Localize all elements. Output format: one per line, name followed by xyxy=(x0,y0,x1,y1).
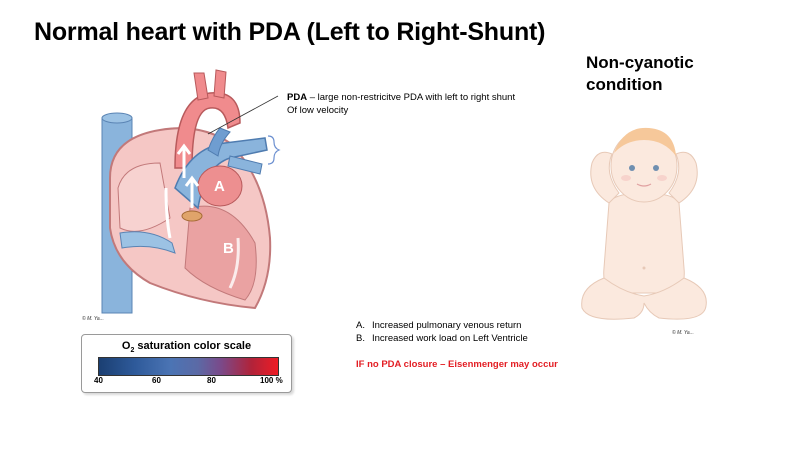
flow-arrow-4 xyxy=(228,237,240,289)
finding-marker: B. xyxy=(356,333,365,344)
vena-cava-top xyxy=(101,112,133,124)
flow-arrow-2 xyxy=(184,175,200,208)
aorta-branch-2 xyxy=(213,69,227,99)
pda-annotation: PDA – large non-restricitve PDA with lef… xyxy=(287,91,577,117)
pulmonary-branch xyxy=(227,155,263,175)
infant-hair xyxy=(614,127,676,156)
findings-list: A. Increased pulmonary venous return B. In… xyxy=(340,319,600,345)
pda-duct xyxy=(207,127,231,157)
pda-brace xyxy=(267,135,281,165)
infant-illustration xyxy=(581,127,707,320)
page-title: Normal heart with PDA (Left to Right-Shu… xyxy=(34,18,546,46)
infant-left-eye xyxy=(629,165,635,171)
finding-item: B. Increased work load on Left Ventricle xyxy=(340,332,600,345)
pda-description-2: Of low velocity xyxy=(287,105,349,116)
pda-term: PDA xyxy=(287,92,308,103)
label-b: B xyxy=(223,240,234,257)
valve-leaflet xyxy=(181,210,203,222)
heart-credit: © M. Ya... xyxy=(82,316,104,322)
aorta-branch-1 xyxy=(193,72,209,101)
condition-label: Non-cyanotic condition xyxy=(586,52,726,96)
finding-item: A. Increased pulmonary venous return xyxy=(340,319,600,332)
legend-tick: 80 xyxy=(207,376,216,385)
legend-tick: 40 xyxy=(94,376,103,385)
legend-title-suffix: saturation color scale xyxy=(134,340,252,352)
legend-tick: 60 xyxy=(152,376,161,385)
baby-credit: © M. Ya... xyxy=(672,330,694,336)
aorta xyxy=(174,92,241,169)
infant-right-arm xyxy=(668,151,698,204)
finding-text: Increased pulmonary venous return xyxy=(372,320,522,331)
condition-line-2: condition xyxy=(586,75,663,94)
legend-title: O2 saturation color scale xyxy=(82,340,291,354)
flow-arrow-1 xyxy=(176,143,192,178)
pda-description: – large non-restricitve PDA with left to… xyxy=(307,92,516,103)
infant-navel xyxy=(642,266,646,270)
infant-body xyxy=(603,192,685,294)
heart-illustration: A B xyxy=(101,69,281,314)
legend-tick: 100 % xyxy=(260,376,283,385)
eisenmenger-warning: IF no PDA closure – Eisenmenger may occu… xyxy=(356,359,558,370)
infant-cheek xyxy=(621,175,631,181)
pda-pointer-line xyxy=(207,95,279,135)
left-ventricle xyxy=(184,205,257,301)
legend-gradient-bar xyxy=(98,357,279,376)
right-ventricle-inflow xyxy=(119,231,176,254)
o2-saturation-legend: O2 saturation color scale 40 60 80 100 % xyxy=(81,334,292,393)
finding-marker: A. xyxy=(356,320,365,331)
infant-legs xyxy=(581,277,707,320)
right-atrium xyxy=(117,162,171,232)
legend-title-prefix: O xyxy=(121,340,131,352)
flow-arrow-3 xyxy=(164,187,172,239)
legend-title-subscript: 2 xyxy=(130,347,135,355)
infant-mouth xyxy=(636,183,652,187)
finding-text: Increased work load on Left Ventricle xyxy=(372,333,528,344)
infant-right-eye xyxy=(653,165,659,171)
condition-line-1: Non-cyanotic xyxy=(586,53,694,72)
infant-cheek-2 xyxy=(657,175,667,181)
infant-left-arm xyxy=(590,151,620,204)
label-a: A xyxy=(214,178,225,195)
